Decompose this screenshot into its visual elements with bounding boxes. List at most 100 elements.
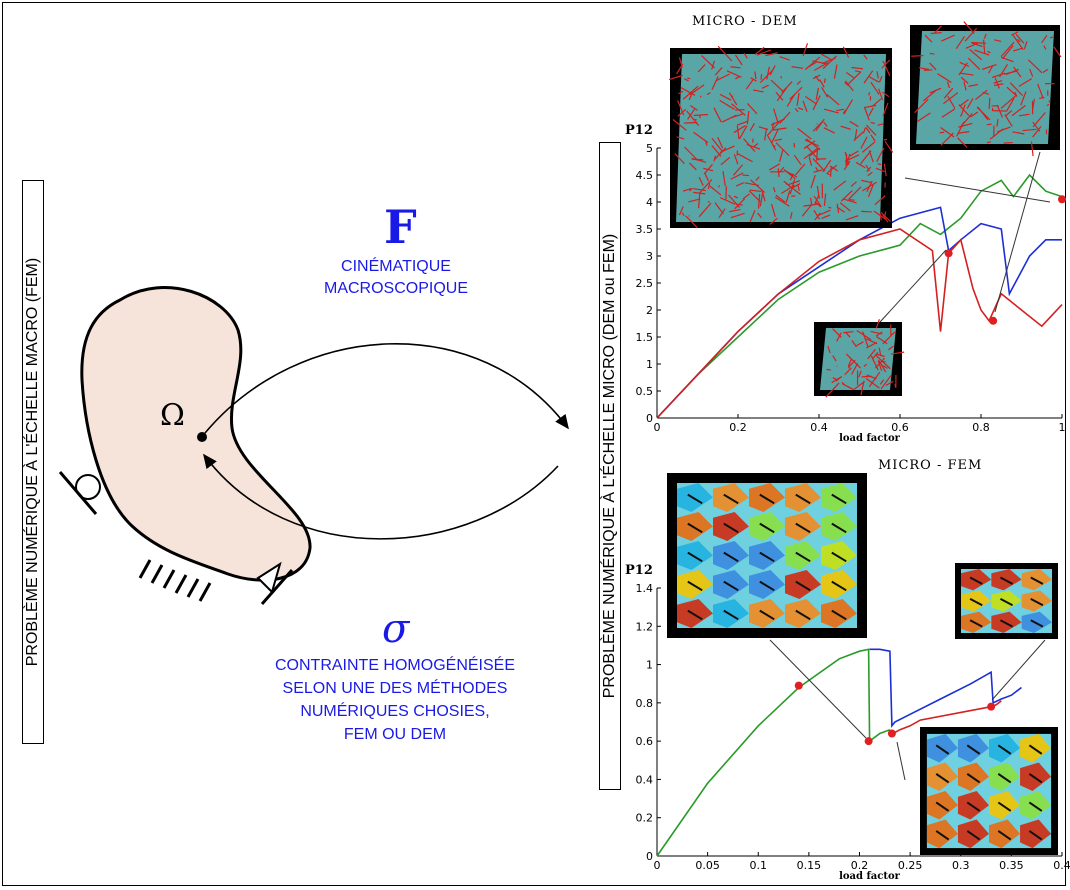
- grain-cell: [785, 541, 821, 570]
- grain-crack: [997, 744, 1012, 755]
- force-chain: [750, 77, 757, 82]
- force-chain: [958, 122, 973, 128]
- force-chain: [803, 140, 816, 150]
- force-chain: [815, 87, 820, 100]
- grain-crack: [831, 580, 847, 592]
- force-chain: [827, 345, 831, 354]
- force-chain: [714, 67, 723, 76]
- force-chain: [693, 118, 697, 121]
- force-chain: [736, 125, 740, 140]
- force-chain: [801, 204, 812, 217]
- roller-support: [58, 471, 101, 515]
- force-chain: [870, 134, 876, 142]
- force-chain: [882, 91, 890, 98]
- grain-crack: [723, 493, 739, 505]
- force-chain: [833, 64, 838, 79]
- force-chain: [770, 79, 785, 93]
- force-chain: [711, 137, 724, 153]
- force-chain: [791, 66, 804, 69]
- grain-crack: [831, 551, 847, 563]
- force-chain: [924, 34, 933, 43]
- grain-crack: [723, 609, 739, 621]
- force-chain: [677, 108, 687, 117]
- grain-crack: [1028, 744, 1043, 755]
- grain-crack: [795, 580, 811, 592]
- force-chain: [730, 212, 745, 219]
- force-chain: [771, 203, 776, 218]
- force-chain: [823, 78, 826, 84]
- y-tick-label: 0.2: [636, 812, 654, 825]
- force-chain: [772, 127, 787, 131]
- force-chain: [1032, 111, 1046, 128]
- force-chain: [804, 139, 820, 147]
- stress-line-1: CONTRAINTE HOMOGÉNÉISÉE: [274, 657, 516, 674]
- force-chain: [823, 127, 835, 134]
- force-chain: [698, 176, 704, 186]
- force-chain: [718, 185, 720, 188]
- force-chain: [816, 185, 820, 199]
- force-chain: [745, 79, 754, 90]
- data-point: [944, 249, 953, 258]
- grain-cell: [677, 599, 713, 628]
- force-chain: [882, 102, 889, 117]
- force-chain: [808, 157, 813, 166]
- force-chain: [757, 212, 762, 219]
- force-chain: [697, 193, 701, 209]
- force-chain: [1005, 109, 1013, 117]
- force-chain: [701, 55, 715, 69]
- force-chain: [1041, 35, 1048, 44]
- transfer-arrow-to-micro: [204, 343, 569, 434]
- force-chain: [814, 195, 820, 204]
- y-tick-label: 1.5: [636, 331, 654, 344]
- force-chain: [715, 73, 730, 82]
- grain-crack: [1030, 576, 1044, 585]
- dem-snapshot-small: [814, 319, 905, 398]
- y-tick-label: 1: [646, 659, 653, 672]
- force-chain: [743, 52, 748, 59]
- force-chain: [863, 106, 870, 121]
- force-chain: [865, 378, 880, 389]
- force-chain: [969, 49, 982, 61]
- force-chain: [682, 187, 692, 192]
- force-chain: [1012, 34, 1024, 51]
- force-chain: [914, 98, 929, 114]
- force-chain: [1048, 100, 1051, 103]
- snapshot-pointer: [896, 741, 906, 781]
- force-chain: [883, 163, 887, 177]
- fem-snapshot-large: [667, 473, 867, 638]
- force-chain: [854, 70, 861, 73]
- force-chain: [1000, 95, 1017, 109]
- force-chain: [890, 351, 905, 355]
- force-chain: [721, 114, 737, 123]
- force-chain: [786, 93, 796, 107]
- grain-crack: [759, 609, 775, 621]
- force-chain: [777, 168, 780, 177]
- force-chain: [676, 136, 685, 140]
- force-chain: [813, 62, 829, 71]
- force-chain: [877, 360, 883, 371]
- force-chain: [863, 363, 868, 367]
- force-chain: [809, 197, 813, 205]
- force-chain: [959, 113, 963, 117]
- x-tick-label: 0.2: [851, 859, 869, 872]
- force-chain: [861, 141, 876, 153]
- force-chain: [765, 52, 778, 57]
- force-chain: [689, 84, 705, 96]
- force-chain: [851, 66, 864, 70]
- grain-crack: [1030, 597, 1044, 607]
- data-point: [989, 316, 998, 325]
- force-chain: [820, 53, 834, 62]
- force-chain: [865, 338, 878, 345]
- force-chain: [843, 99, 853, 115]
- force-chain: [916, 112, 931, 123]
- force-chain: [792, 183, 801, 189]
- force-chain: [849, 120, 859, 128]
- force-chain: [832, 355, 837, 362]
- force-chain: [975, 89, 988, 101]
- data-point: [987, 702, 996, 711]
- force-chain: [841, 381, 846, 386]
- force-chain: [1016, 38, 1021, 43]
- force-chain: [845, 331, 851, 338]
- force-chain: [844, 367, 852, 376]
